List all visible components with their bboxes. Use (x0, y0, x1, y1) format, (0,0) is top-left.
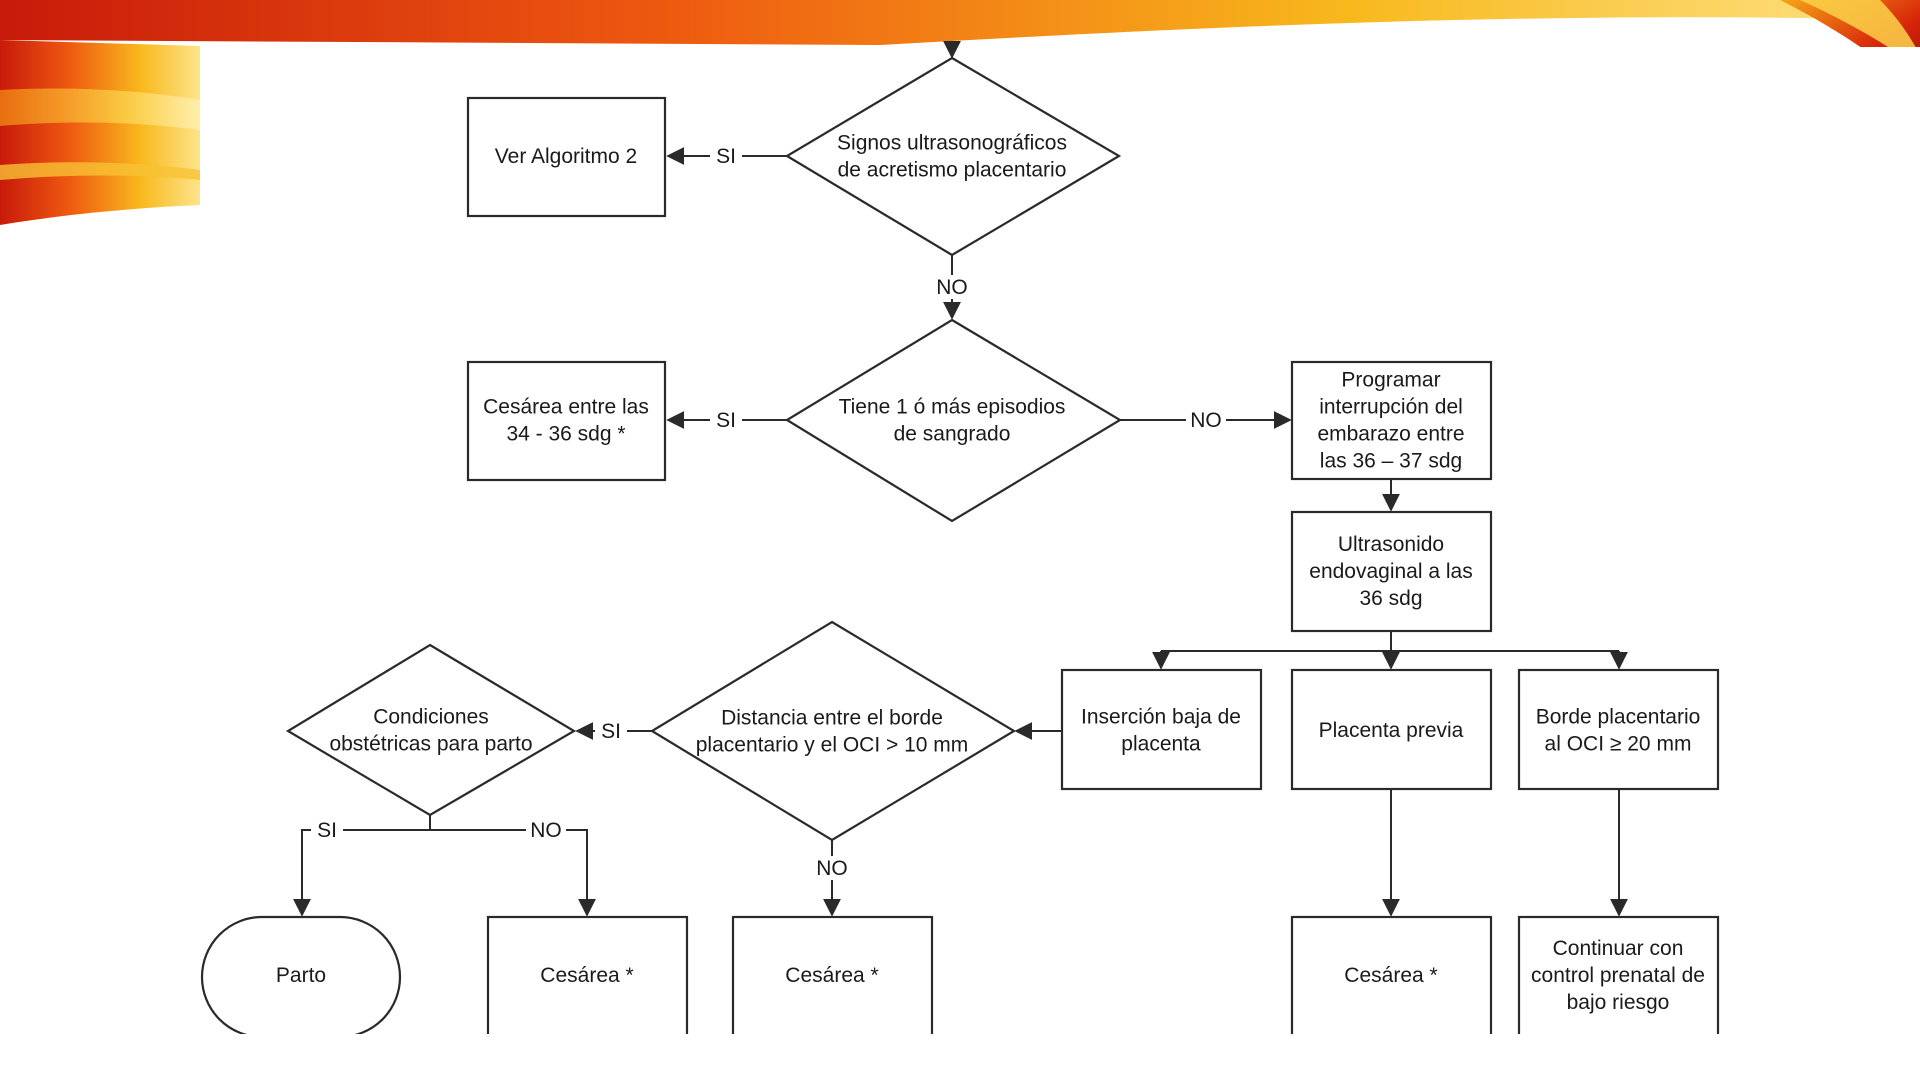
box-insercion-baja-shape (1060, 668, 1263, 791)
label-sangrado-si: SI (716, 409, 736, 432)
label-condiciones-no: NO (530, 819, 562, 842)
terminal-parto-text: Parto (276, 964, 326, 987)
label-distancia-no: NO (816, 857, 848, 880)
box-cesarea-a-text: Cesárea * (540, 964, 633, 987)
label-acretismo-no: NO (936, 276, 968, 299)
bottom-cutoff (0, 1034, 1920, 1080)
node-text-line: 36 sdg (1359, 587, 1422, 610)
swoosh-left-wave (0, 40, 200, 225)
decision-sangrado-shape (784, 318, 1123, 523)
node-text-line: control prenatal de (1531, 964, 1705, 987)
swoosh-left-stripe (0, 162, 200, 180)
box-continuar-text: Continuar con control prenatal de bajo rie… (1531, 937, 1705, 1014)
box-ultrasonido-shape (1290, 510, 1493, 633)
box-cesarea-a-shape (486, 915, 689, 1039)
decision-acretismo-shape (784, 56, 1122, 257)
node-text-line: Cesárea * (540, 964, 633, 987)
header-decoration (0, 0, 1920, 225)
node-text-line: Tiene 1 ó más episodios (839, 396, 1066, 419)
node-text-line: endovaginal a las (1309, 560, 1472, 583)
node-text-line: Ultrasonido (1338, 533, 1444, 556)
node-text-line: Programar (1341, 369, 1440, 392)
decision-condiciones-shape (285, 643, 577, 817)
node-text-line: Inserción baja de (1081, 706, 1241, 729)
label-acretismo-si: SI (716, 145, 736, 168)
node-text-line: Cesárea * (1344, 964, 1437, 987)
node-text-line: de sangrado (894, 423, 1011, 446)
decision-sangrado-text: Tiene 1 ó más episodios de sangrado (839, 396, 1066, 446)
node-text-line: Ver Algoritmo 2 (495, 145, 637, 168)
box-cesarea-34-36-text: Cesárea entre las 34 - 36 sdg * (483, 396, 649, 446)
node-text-line: las 36 – 37 sdg (1320, 450, 1462, 473)
box-programar-shape (1290, 360, 1493, 481)
decision-distancia-shape (649, 620, 1017, 842)
box-ultrasonido-text: Ultrasonido endovaginal a las 36 sdg (1309, 533, 1472, 610)
edges (293, 40, 1628, 917)
swoosh-right-light (1800, 0, 1920, 68)
box-algoritmo2-shape (466, 96, 667, 218)
swoosh-top-band (0, 0, 1920, 45)
decision-condiciones-text: Condiciones obstétricas para parto (329, 706, 532, 756)
box-cesarea-b-text: Cesárea * (785, 964, 878, 987)
node-text-line: Placenta previa (1319, 719, 1464, 742)
edge-condiciones-no (430, 829, 596, 917)
label-sangrado-no: NO (1190, 409, 1222, 432)
box-algoritmo2-text: Ver Algoritmo 2 (495, 145, 637, 168)
box-cesarea-34-36-shape (466, 360, 667, 482)
node-text-line: embarazo entre (1317, 423, 1464, 446)
box-programar-text: Programar interrupción del embarazo entre l… (1317, 369, 1464, 473)
edge-condiciones-si (293, 829, 430, 917)
node-text-line: Parto (276, 964, 326, 987)
swoosh-left-highlight (0, 88, 200, 130)
node-text-line: obstétricas para parto (329, 733, 532, 756)
node-text-line: Condiciones (373, 706, 489, 729)
label-distancia-si: SI (601, 720, 621, 743)
node-text-line: Continuar con (1553, 937, 1684, 960)
node-text-line: Cesárea entre las (483, 396, 649, 419)
node-text-line: Borde placentario (1536, 706, 1701, 729)
content-panel (202, 47, 1920, 1034)
box-continuar-shape (1517, 915, 1720, 1039)
nodes: Signos ultrasonográficos de acretismo pla… (200, 56, 1720, 1039)
box-placenta-previa-shape (1290, 668, 1493, 791)
node-text-line: bajo riesgo (1567, 991, 1670, 1014)
decision-distancia-text: Distancia entre el borde placentario y el… (696, 707, 969, 757)
node-text-line: al OCI ≥ 20 mm (1545, 733, 1692, 756)
edge-labels: SI NO SI NO SI NO SI NO (311, 144, 1226, 880)
node-text-line: 34 - 36 sdg * (506, 423, 625, 446)
box-insercion-baja-text: Inserción baja de placenta (1081, 706, 1241, 756)
node-text-line: Signos ultrasonográficos (837, 132, 1067, 155)
box-placenta-previa-text: Placenta previa (1319, 719, 1464, 742)
box-borde-placentario-shape (1517, 668, 1720, 791)
box-cesarea-b-shape (731, 915, 934, 1039)
box-cesarea-c-text: Cesárea * (1344, 964, 1437, 987)
box-borde-placentario-text: Borde placentario al OCI ≥ 20 mm (1536, 706, 1701, 756)
node-text-line: Cesárea * (785, 964, 878, 987)
node-text-line: placenta (1121, 733, 1201, 756)
node-text-line: interrupción del (1319, 396, 1463, 419)
node-text-line: de acretismo placentario (838, 159, 1067, 182)
label-condiciones-si: SI (317, 819, 337, 842)
node-text-line: placentario y el OCI > 10 mm (696, 734, 969, 757)
node-text-line: Distancia entre el borde (721, 707, 943, 730)
decision-acretismo-text: Signos ultrasonográficos de acretismo pla… (837, 132, 1067, 182)
